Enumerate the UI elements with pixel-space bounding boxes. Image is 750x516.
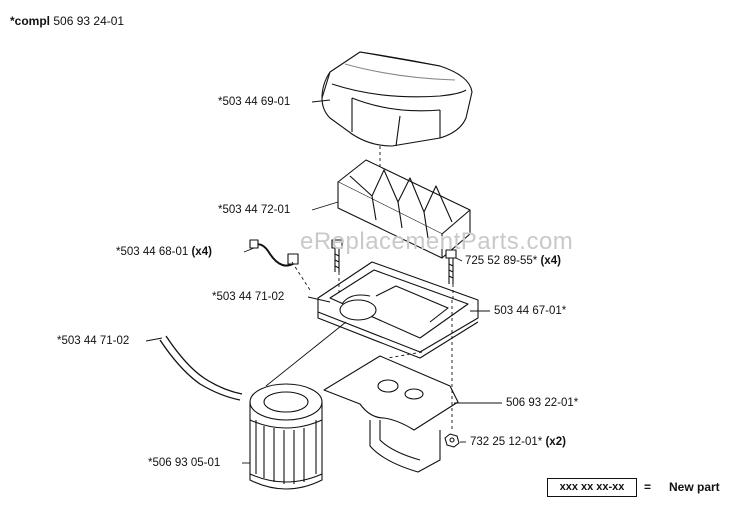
bracket	[323, 355, 459, 473]
part-number: *503 44 71-02	[212, 291, 285, 303]
part-label-1: *503 44 69-01	[218, 95, 290, 109]
part-number: *506 93 05-01	[148, 457, 221, 469]
nut	[444, 433, 460, 448]
screw-right	[445, 249, 457, 284]
part-qty: (x4)	[540, 255, 561, 267]
legend-equals: =	[644, 480, 652, 494]
part-number: *503 44 72-01	[218, 204, 291, 216]
hose	[159, 335, 243, 401]
part-label-10: *506 93 05-01	[148, 456, 220, 470]
watermark: eReplacementParts.com	[300, 228, 574, 255]
part-label-5: *503 44 71-02	[212, 290, 284, 304]
part-number: *503 44 69-01	[218, 96, 291, 108]
part-number: 725 52 89-55*	[465, 255, 538, 267]
part-label-8: 506 93 22-01*	[506, 396, 578, 410]
part-label-2: *503 44 72-01	[218, 203, 290, 217]
part-qty: (x2)	[545, 436, 566, 448]
pleated-filter	[337, 159, 471, 259]
part-number: 503 44 67-01*	[494, 305, 567, 317]
part-label-6: 503 44 67-01*	[494, 304, 566, 318]
part-label-3: *503 44 68-01 (x4)	[116, 245, 212, 259]
part-number: *503 44 71-02	[57, 335, 130, 347]
filter-holder	[317, 261, 479, 359]
leader-lines	[145, 99, 502, 464]
part-number: *503 44 68-01	[116, 246, 189, 258]
screw-left	[331, 239, 343, 272]
clip-part	[249, 239, 299, 267]
part-label-7: *503 44 71-02	[57, 334, 129, 348]
legend-new-part-box: xxx xx xx-xx	[547, 478, 637, 497]
air-filter-cover	[321, 51, 473, 147]
assembly-title: *compl 506 93 24-01	[10, 14, 124, 28]
part-qty: (x4)	[191, 246, 212, 258]
part-label-9: 732 25 12-01* (x2)	[470, 435, 566, 449]
part-label-4: 725 52 89-55* (x4)	[465, 254, 561, 268]
legend-new-part-text: New part	[669, 480, 720, 494]
part-number: 732 25 12-01*	[470, 436, 543, 448]
title-number: 506 93 24-01	[53, 14, 125, 28]
part-number: 506 93 22-01*	[506, 397, 579, 409]
cylinder-filter	[249, 383, 323, 490]
title-prefix: *compl	[10, 14, 51, 28]
